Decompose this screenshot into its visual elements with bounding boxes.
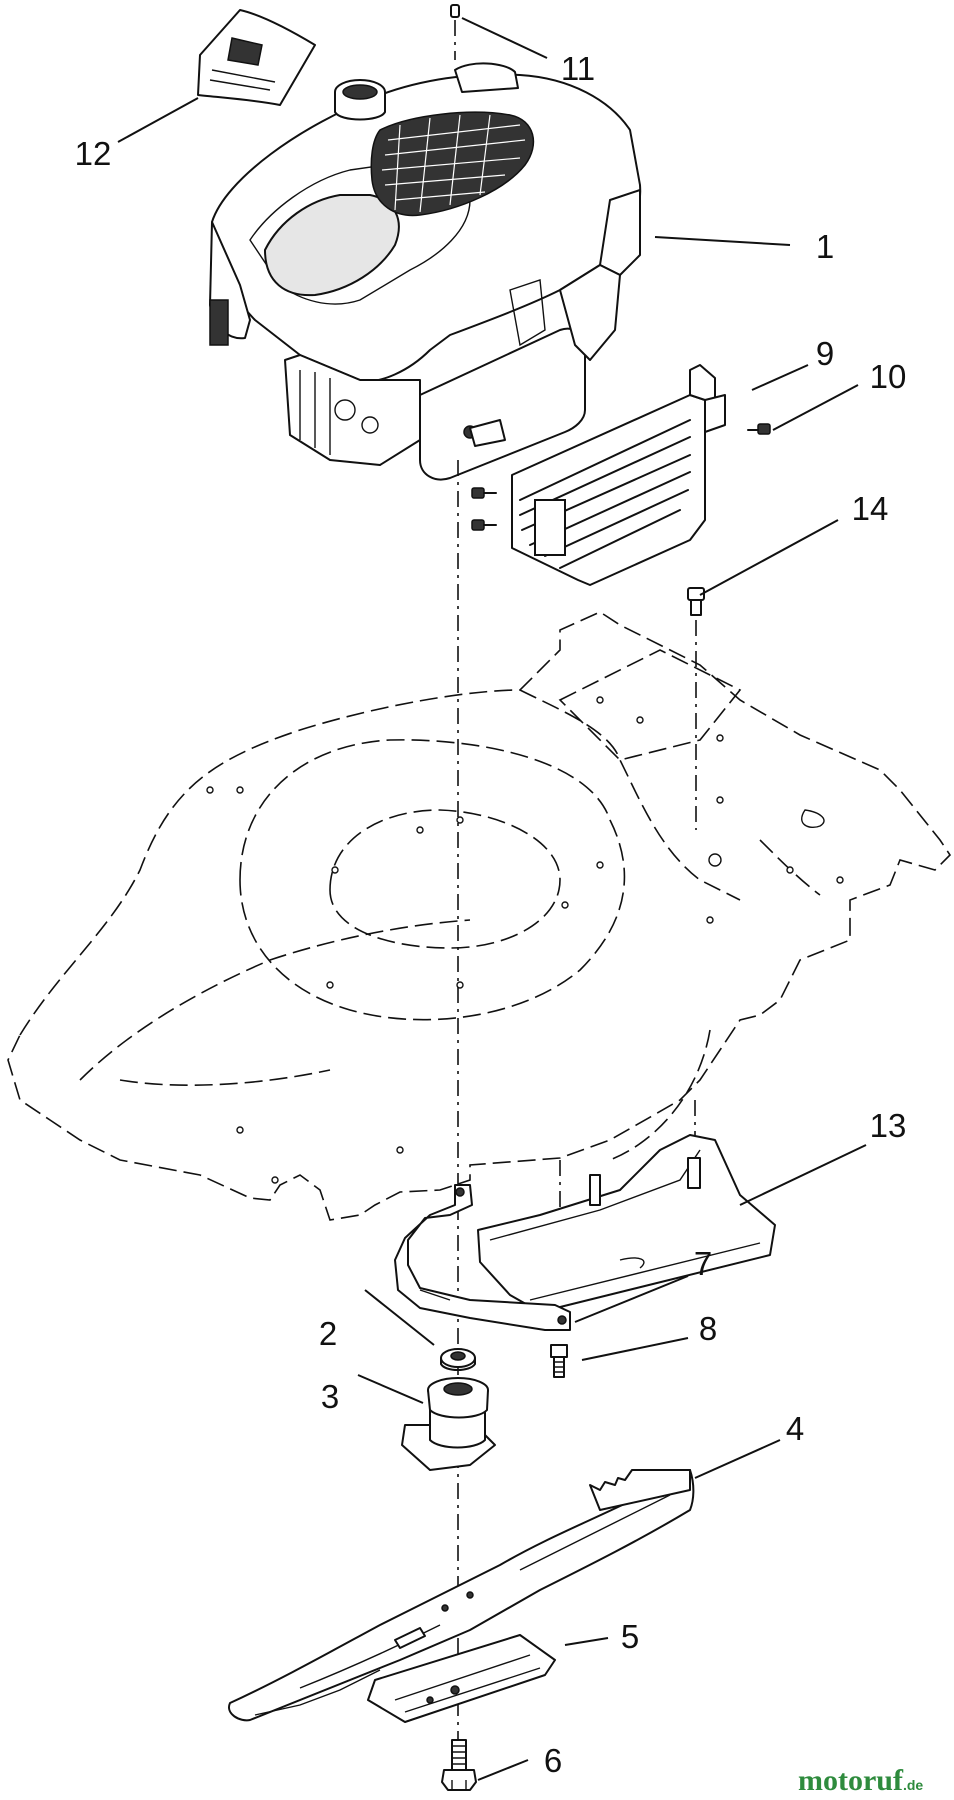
callout-9: 9 xyxy=(816,335,834,372)
callout-10: 10 xyxy=(870,358,907,395)
mower-deck xyxy=(7,611,952,1221)
callout-12: 12 xyxy=(75,135,112,172)
callout-13: 13 xyxy=(870,1107,907,1144)
callout-7: 7 xyxy=(694,1245,712,1282)
callout-14: 14 xyxy=(852,490,889,527)
blade-bracket xyxy=(394,1184,571,1331)
baffle xyxy=(477,1134,776,1313)
blade-adapter xyxy=(401,1377,496,1471)
washer xyxy=(440,1348,476,1371)
blade-bolt xyxy=(441,1739,477,1791)
decal-label xyxy=(197,9,316,106)
guard-bolts xyxy=(471,423,771,531)
callout-5: 5 xyxy=(621,1618,639,1655)
callout-6: 6 xyxy=(544,1742,562,1779)
deck-bolt xyxy=(687,587,705,830)
cutting-blade xyxy=(228,1469,695,1722)
svg-text:motoruf.de: motoruf.de xyxy=(798,1764,923,1797)
callout-2: 2 xyxy=(319,1315,337,1352)
callout-3: 3 xyxy=(321,1378,339,1415)
muffler-guard xyxy=(511,364,726,586)
callout-11: 11 xyxy=(561,50,595,87)
blade-stiffener xyxy=(367,1634,556,1723)
callout-4: 4 xyxy=(786,1410,804,1447)
watermark-suffix: .de xyxy=(903,1777,923,1793)
callout-8: 8 xyxy=(699,1310,717,1347)
bracket-bolt xyxy=(550,1344,568,1378)
leader-lines xyxy=(117,17,867,1781)
watermark: motoruf.de xyxy=(798,1764,923,1797)
top-screw xyxy=(450,4,460,60)
callout-1: 1 xyxy=(816,228,834,265)
watermark-brand: motoruf xyxy=(798,1764,904,1797)
engine xyxy=(209,62,642,481)
